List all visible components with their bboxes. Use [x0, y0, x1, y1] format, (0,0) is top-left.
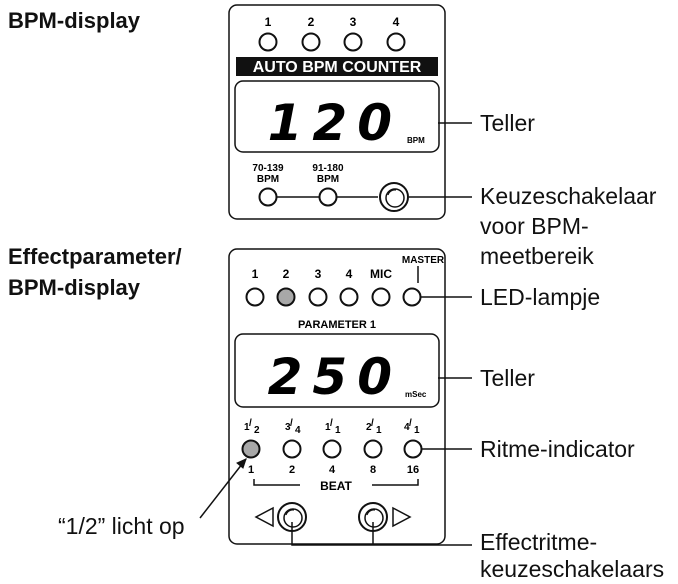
bottom-led-indicator — [308, 287, 328, 307]
range-1-led — [258, 187, 278, 207]
svg-text:2: 2 — [366, 422, 372, 433]
svg-text:/: / — [371, 418, 374, 429]
bottom-led-number: 3 — [315, 267, 322, 281]
beat-label: BEAT — [320, 479, 352, 493]
top-led-number: 4 — [393, 15, 400, 29]
leader-lights-up — [199, 458, 247, 519]
auto-bpm-counter-label: AUTO BPM COUNTER — [253, 59, 422, 76]
beat-led-indicator — [322, 439, 342, 459]
section-title-effect-bpm-display: BPM-display — [8, 275, 141, 300]
beat-count: 1 — [248, 464, 254, 476]
bottom-counter-unit: mSec — [405, 390, 427, 399]
callout-range-selector-line3: meetbereik — [480, 243, 594, 269]
beat-led-indicator — [282, 439, 302, 459]
range-1-label-bottom: BPM — [257, 174, 279, 185]
beat-fraction: 2 / 1 — [366, 418, 382, 436]
beat-led-indicator — [363, 439, 383, 459]
beat-fraction: 3 / 4 — [285, 418, 301, 436]
beat-bracket — [253, 479, 419, 486]
callout-teller-top: Teller — [480, 110, 535, 136]
top-counter-unit: BPM — [407, 136, 425, 145]
beat-fraction: 1 / 2 — [244, 418, 260, 436]
callout-rhythm-indicator: Ritme-indicator — [480, 436, 635, 462]
bpm-range-selector-button[interactable] — [379, 182, 409, 212]
bottom-counter-value: 250 — [268, 348, 402, 406]
beat-count: 2 — [289, 464, 295, 476]
svg-text:3: 3 — [285, 422, 291, 433]
range-2-led — [318, 187, 338, 207]
callout-led: LED-lampje — [480, 284, 601, 310]
range-1-label-top: 70-139 — [252, 163, 284, 174]
top-led-indicator — [386, 32, 406, 52]
beat-count: 4 — [329, 464, 336, 476]
callout-teller-bottom: Teller — [480, 365, 535, 391]
parameter-label: PARAMETER 1 — [298, 319, 376, 331]
beat-fraction: 1 / 1 — [325, 418, 341, 436]
beat-right-arrow-icon — [392, 506, 412, 528]
top-led-number: 1 — [265, 15, 272, 29]
beat-led-indicator — [403, 439, 423, 459]
top-led-indicator — [258, 32, 278, 52]
top-led-indicator — [301, 32, 321, 52]
top-panel-frame — [228, 4, 446, 220]
callout-range-selector-line1: Keuzeschakelaar — [480, 183, 657, 209]
top-counter-display — [234, 80, 440, 153]
range-2-label-top: 91-180 — [312, 163, 344, 174]
callout-effect-selectors-line2: keuzeschakelaars — [480, 556, 665, 582]
auto-bpm-counter-banner — [236, 57, 438, 76]
svg-text:/: / — [249, 418, 252, 429]
bottom-led-number: MIC — [370, 267, 392, 281]
svg-text:1: 1 — [244, 422, 250, 433]
master-led-indicator — [402, 287, 422, 307]
bottom-led-indicator-lit — [276, 287, 296, 307]
svg-text:/: / — [290, 418, 293, 429]
svg-text:1: 1 — [376, 425, 382, 436]
svg-text:1: 1 — [414, 425, 420, 436]
section-title-effectparameter: Effectparameter/ — [8, 244, 182, 269]
beat-right-selector-button[interactable] — [358, 502, 388, 532]
range-2-label-bottom: BPM — [317, 174, 339, 185]
bottom-led-indicator — [339, 287, 359, 307]
svg-text:4: 4 — [295, 425, 301, 436]
beat-led-indicator-lit — [241, 439, 261, 459]
master-label: MASTER — [402, 255, 445, 266]
bottom-panel-frame — [228, 248, 446, 545]
svg-text:/: / — [330, 418, 333, 429]
beat-count: 8 — [370, 464, 376, 476]
bottom-led-number: 2 — [283, 267, 290, 281]
callout-lights-up: “1/2” licht op — [58, 513, 185, 539]
leader-effect-selectors — [291, 522, 472, 546]
bottom-led-number: 1 — [252, 267, 259, 281]
svg-text:2: 2 — [254, 425, 260, 436]
top-counter-value: 120 — [268, 94, 402, 152]
svg-text:/: / — [409, 418, 412, 429]
svg-text:4: 4 — [404, 422, 410, 433]
bottom-counter-display — [234, 333, 440, 408]
leader-arrowhead — [236, 458, 247, 469]
bottom-led-number: 4 — [346, 267, 353, 281]
beat-count: 16 — [407, 464, 419, 476]
bottom-led-indicator — [245, 287, 265, 307]
callout-range-selector-line2: voor BPM- — [480, 213, 589, 239]
top-led-number: 2 — [308, 15, 315, 29]
svg-text:1: 1 — [335, 425, 341, 436]
top-led-indicator — [343, 32, 363, 52]
section-title-bpm-display: BPM-display — [8, 8, 141, 33]
svg-text:1: 1 — [325, 422, 331, 433]
beat-fraction: 4 / 1 — [404, 418, 420, 436]
beat-left-arrow-icon — [254, 506, 274, 528]
bottom-led-indicator — [371, 287, 391, 307]
callout-effect-selectors-line1: Effectritme- — [480, 529, 598, 555]
top-led-number: 3 — [350, 15, 357, 29]
